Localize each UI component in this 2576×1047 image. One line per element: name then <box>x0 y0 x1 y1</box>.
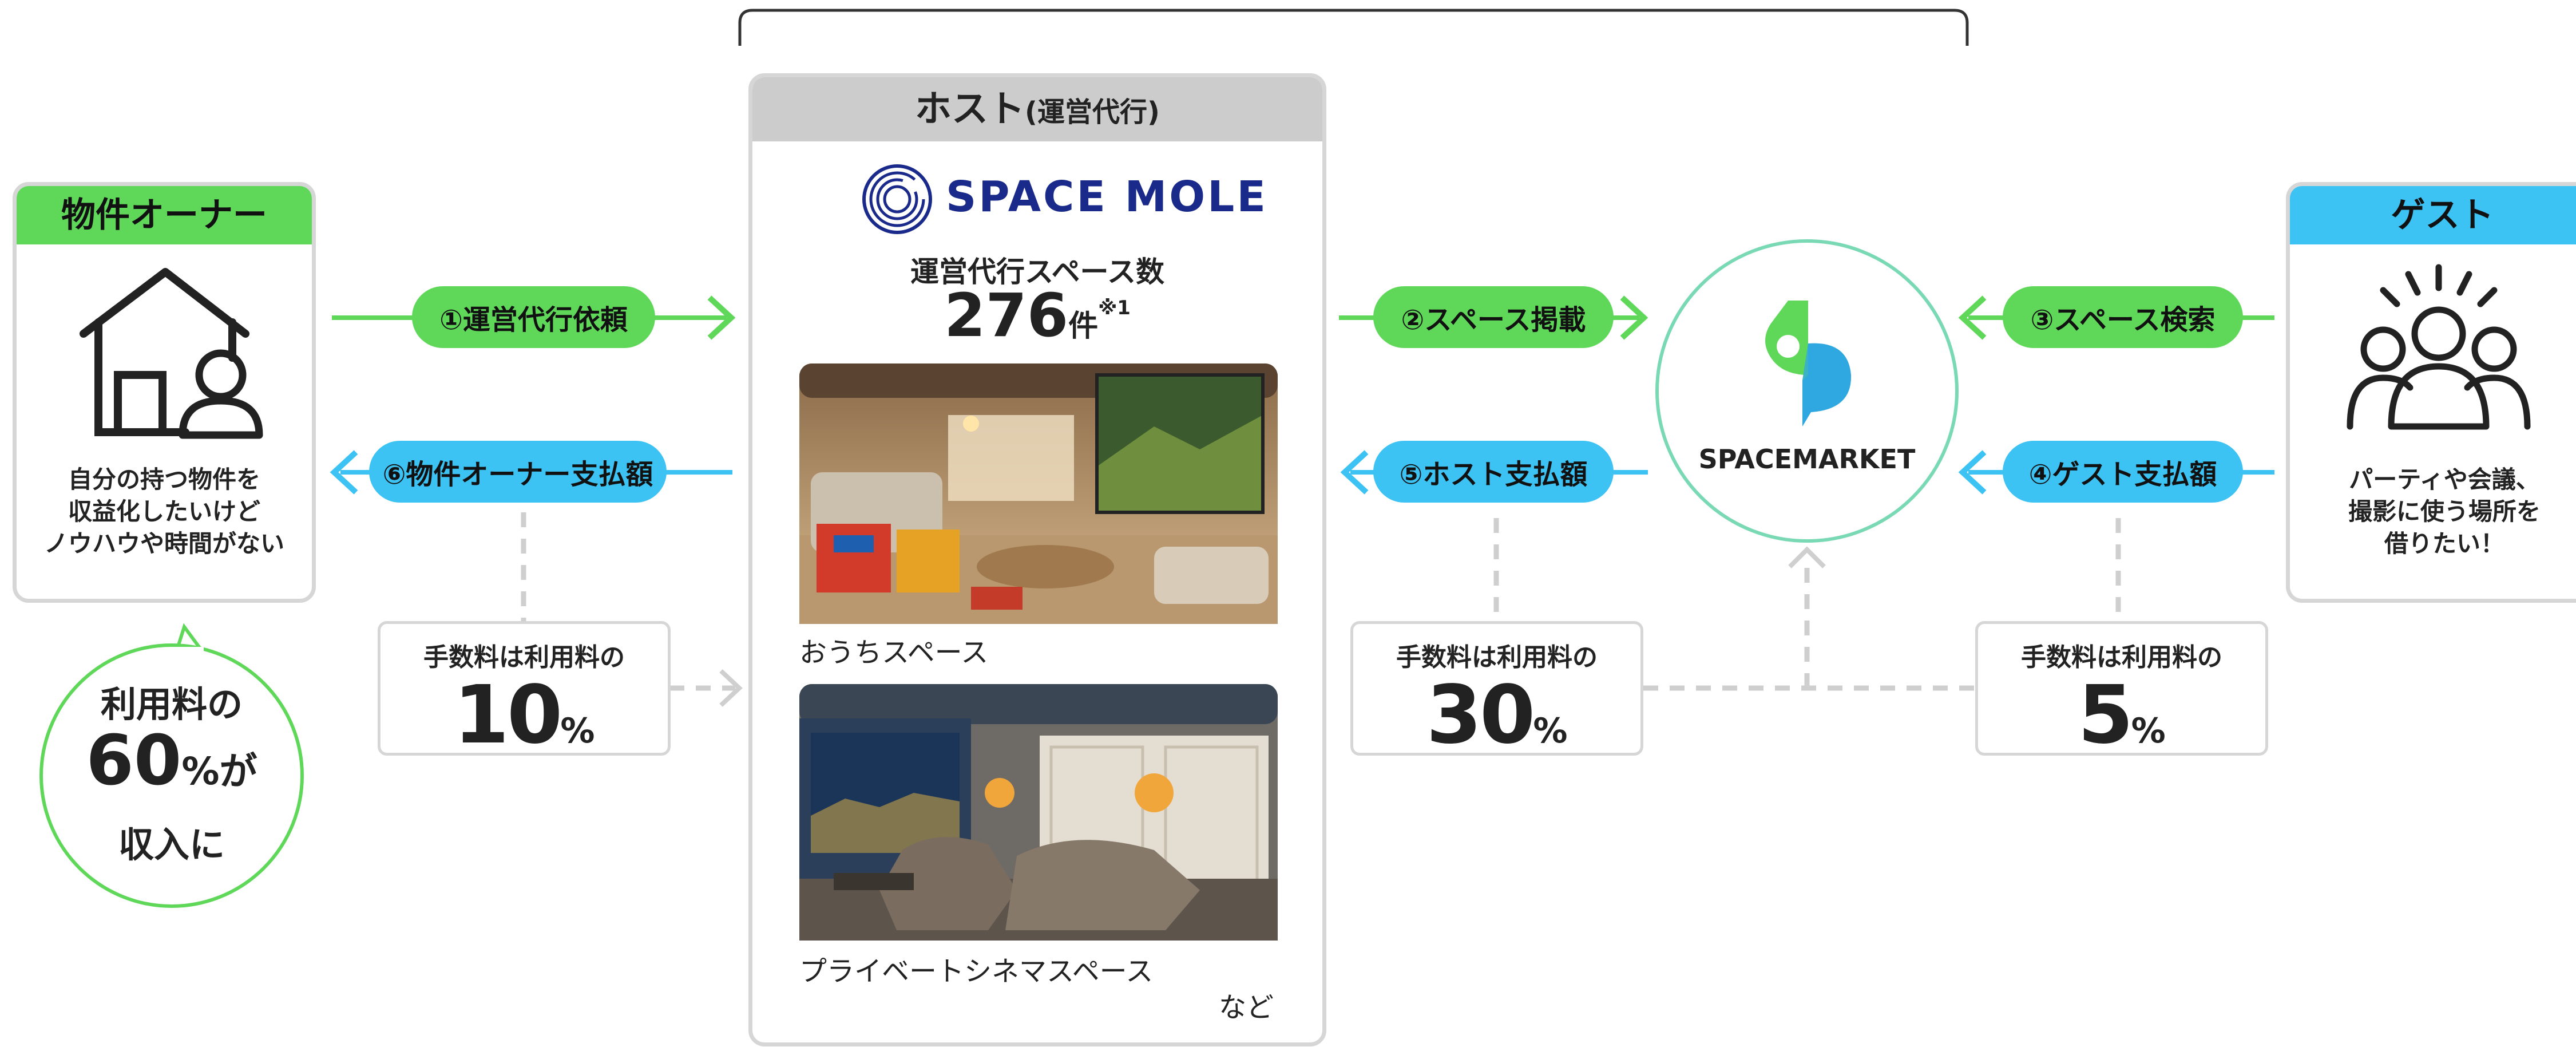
flow4-pill: ④ゲスト支払額 <box>2003 441 2243 503</box>
etc-label: など <box>1218 991 1274 1024</box>
owner-desc-line1: 自分の持つ物件を <box>68 465 260 493</box>
flow1-arrowhead <box>707 295 736 340</box>
revenue-unit: %が <box>181 749 257 793</box>
owner-fee-label: 手数料は利用料の <box>423 643 625 672</box>
guest-desc-line1: パーティや会議、 <box>2349 465 2540 493</box>
space-mole-logo-icon <box>862 164 932 234</box>
guest-fee-unit: % <box>2131 711 2166 751</box>
brand-name: SPACE MOLE <box>946 172 1268 222</box>
host-fee-label: 手数料は利用料の <box>1396 643 1598 672</box>
top-bracket <box>738 9 1969 46</box>
owner-title: 物件オーナー <box>61 195 267 235</box>
photo2-caption: プライベートシネマスペース <box>799 955 1154 987</box>
owner-fee-unit: % <box>560 711 595 751</box>
host-card: ホスト(運営代行) SPACE MOLE 運営代行スペース数 276件※1 <box>748 73 1326 1046</box>
flow5-arrowhead <box>1340 450 1369 495</box>
owner-fee-arrowhead <box>719 669 743 707</box>
host-fee-unit: % <box>1533 711 1568 751</box>
revenue-text: 利用料の 60%が 収入に <box>34 675 309 867</box>
revenue-line3: 収入に <box>118 824 225 866</box>
revenue-line2: 60%が <box>34 727 309 816</box>
host-subtitle: (運営代行) <box>1025 96 1160 128</box>
guest-card: ゲスト パーティや会議、 撮影に使う場所を 借りたい！ <box>2286 182 2576 603</box>
flow1-pill: ①運営代行依頼 <box>412 286 655 348</box>
guest-desc-line2: 撮影に使う場所を <box>2348 497 2541 526</box>
host-title: ホスト <box>915 88 1025 131</box>
flow3-arrowhead <box>1958 295 1987 340</box>
guest-description: パーティや会議、 撮影に使う場所を 借りたい！ <box>2290 464 2576 560</box>
revenue-pct: 60 <box>86 721 182 801</box>
flow3-pill: ③スペース検索 <box>2003 286 2243 348</box>
guest-desc-line3: 借りたい！ <box>2384 530 2504 558</box>
guest-title: ゲスト <box>2391 195 2494 235</box>
host-fee-value-row: 30% <box>1353 669 1640 762</box>
guest-fee-box: 手数料は利用料の 5% <box>1975 621 2268 762</box>
flow4-arrowhead <box>1958 450 1987 495</box>
count-label: 運営代行スペース数 <box>910 255 1164 289</box>
owner-fee-value: 10 <box>453 669 563 762</box>
flow2-pill: ②スペース掲載 <box>1373 286 1614 348</box>
revenue-line1: 利用料の <box>100 683 243 725</box>
owner-fee-value-row: 10% <box>381 669 668 762</box>
owner-card: 物件オーナー 自分の持つ物件を 収益化したいけど ノウハウや時間がない <box>13 182 316 603</box>
spacemarket-name: SPACEMARKET <box>1698 444 1916 475</box>
house-person-icon <box>80 268 263 439</box>
count-row: 276件※1 <box>752 280 1322 350</box>
owner-fee-box: 手数料は利用料の 10% <box>378 621 671 762</box>
guest-fee-value-row: 5% <box>1978 669 2265 762</box>
count-value: 276 <box>944 280 1069 350</box>
revenue-bubble <box>39 623 304 908</box>
host-fee-value: 30 <box>1426 669 1536 762</box>
fee-connectors <box>521 512 2121 691</box>
flow6-pill: ⑥物件オーナー支払額 <box>369 441 667 503</box>
cinema-space-photo <box>799 684 1278 941</box>
owner-card-header: 物件オーナー <box>17 186 312 244</box>
guest-fee-label: 手数料は利用料の <box>2021 643 2222 672</box>
group-people-icon <box>2347 264 2531 430</box>
count-unit: 件 <box>1068 309 1099 343</box>
home-space-photo <box>799 364 1278 624</box>
photo1-caption: おうちスペース <box>799 637 989 669</box>
owner-desc-line2: 収益化したいけど <box>68 497 260 526</box>
host-card-header: ホスト(運営代行) <box>752 77 1322 141</box>
guest-fee-value: 5 <box>2078 669 2133 762</box>
guest-card-header: ゲスト <box>2290 186 2576 244</box>
flow2-arrowhead <box>1620 295 1648 340</box>
flow5-pill: ⑤ホスト支払額 <box>1373 441 1614 503</box>
count-note: ※1 <box>1098 297 1131 319</box>
owner-desc-line3: ノウハウや時間がない <box>43 530 284 558</box>
flow6-arrowhead <box>330 450 358 495</box>
market-fee-arrowhead <box>1788 546 1826 568</box>
host-fee-box: 手数料は利用料の 30% <box>1350 621 1643 762</box>
owner-description: 自分の持つ物件を 収益化したいけど ノウハウや時間がない <box>17 464 312 560</box>
spacemarket-logo-icon <box>1765 301 1852 426</box>
